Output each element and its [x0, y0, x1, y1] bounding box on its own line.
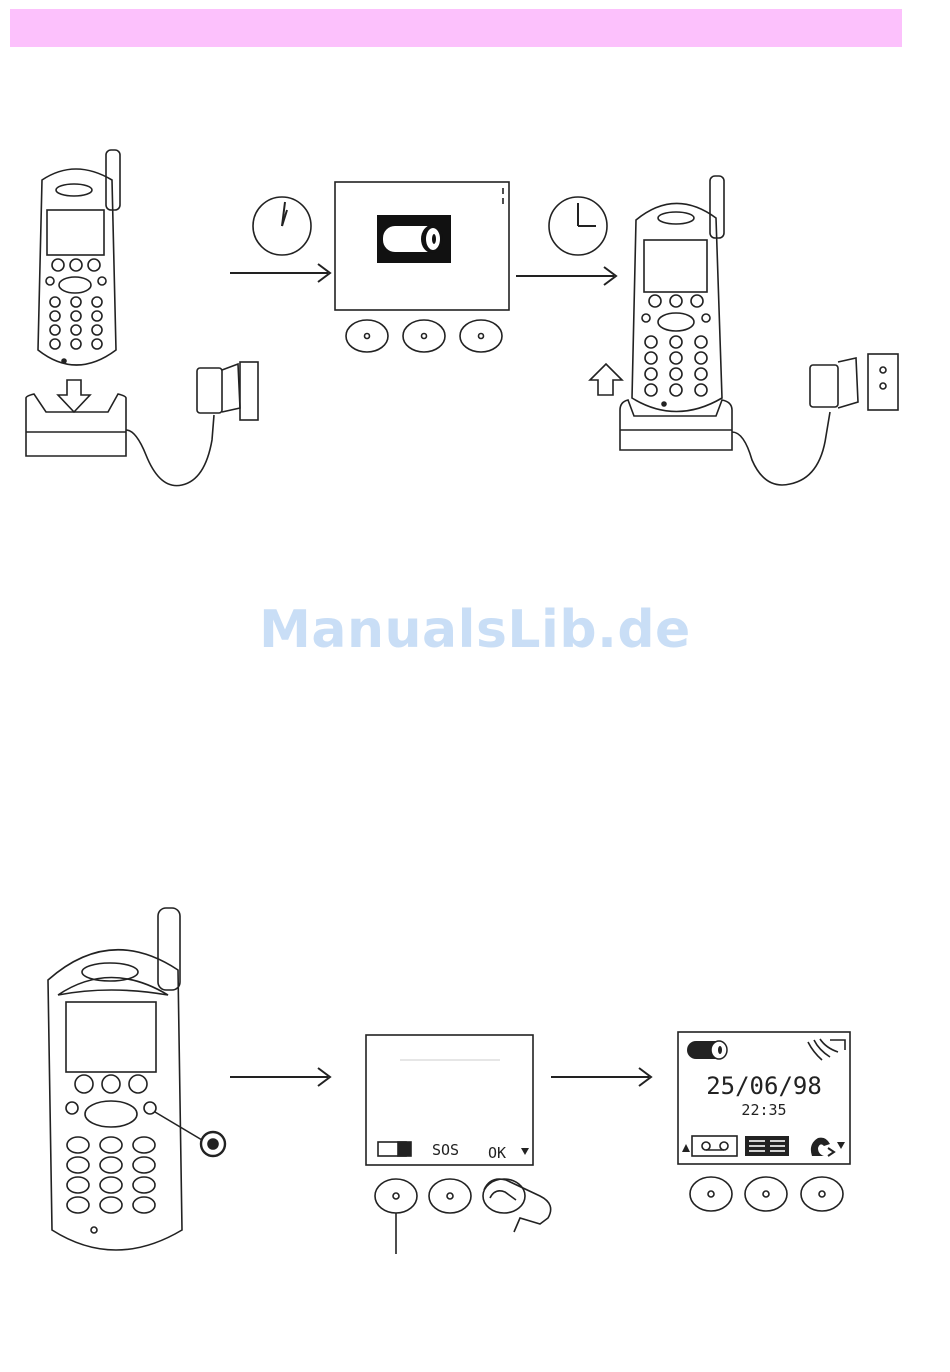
triangle-up-icon [682, 1144, 690, 1152]
phone-left-illustration [38, 150, 120, 365]
arrow-right-icon [551, 1068, 651, 1086]
figure-charging [0, 140, 950, 500]
phone-right-illustration [632, 176, 724, 412]
watermark: ManualsLib.de [0, 600, 950, 660]
handset-icon [811, 1138, 845, 1156]
softkey-label-sos: SOS [432, 1141, 459, 1159]
arrow-up-icon [590, 364, 622, 395]
battery-icon [687, 1041, 727, 1059]
charger-right [732, 354, 898, 485]
cradle-left [26, 394, 126, 456]
idle-date: 25/06/98 [706, 1072, 822, 1100]
arrow-right-icon [516, 267, 616, 285]
phonebook-icon [378, 1142, 411, 1156]
arrow-down-icon [58, 380, 90, 412]
voicemail-icon [692, 1136, 737, 1156]
figure-switch-on: SOS OK 25/06/98 22:35 [0, 900, 950, 1260]
battery-icon [383, 225, 443, 253]
startup-display: SOS OK [366, 1035, 533, 1165]
triangle-down-icon [521, 1148, 529, 1155]
idle-time: 22:35 [741, 1101, 786, 1119]
pressing-finger-icon [484, 1179, 551, 1232]
charger-left [126, 362, 258, 486]
charging-display [335, 182, 509, 310]
menu-icon [745, 1136, 789, 1156]
phone-large-illustration [48, 908, 225, 1250]
clock-icon [549, 197, 607, 255]
cradle-right [620, 400, 732, 450]
header-band [10, 9, 902, 47]
softkey-label-ok: OK [488, 1144, 506, 1162]
arrow-right-icon [230, 264, 330, 282]
startup-display-softkeys [375, 1179, 525, 1254]
signal-icon [808, 1039, 845, 1060]
idle-display: 25/06/98 22:35 [678, 1032, 850, 1164]
arrow-right-icon [230, 1068, 330, 1086]
clock-icon [253, 197, 311, 255]
charging-display-softkeys [346, 320, 502, 352]
idle-display-softkeys [690, 1177, 843, 1211]
